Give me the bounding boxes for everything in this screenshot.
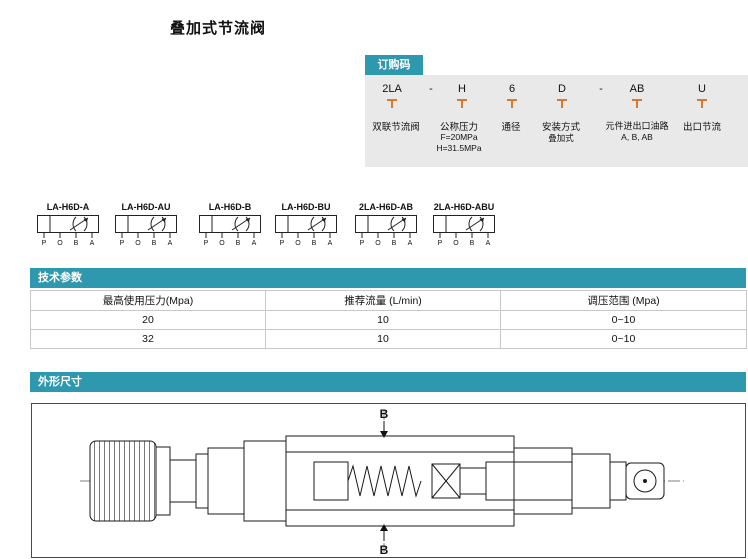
dimensions-header: 外形尺寸 <box>30 372 746 392</box>
port-label: B <box>392 240 397 246</box>
code-part-outlet: U <box>698 83 706 95</box>
valve-symbol-diagram: P O B A <box>37 215 99 247</box>
port-label: B <box>74 240 79 246</box>
label-pressure-f: F=20MPa <box>440 132 478 142</box>
page-title: 叠加式节流阀 <box>170 20 267 37</box>
table-row: 20 10 0~10 <box>30 310 747 330</box>
label-pressure: 公称压力 <box>439 122 478 133</box>
port-label: A <box>90 240 95 246</box>
code-dash: - <box>599 83 603 95</box>
param-cell: 32 <box>30 329 266 349</box>
port-label: P <box>120 240 125 246</box>
label-size: 通径 <box>501 122 521 133</box>
label-outlet: 出口节流 <box>682 122 721 133</box>
valve-symbol-diagram: P O B A <box>433 215 495 247</box>
port-label: O <box>57 240 63 246</box>
port-label: O <box>375 240 381 246</box>
param-cell: 10 <box>265 310 501 330</box>
code-part-ports: AB <box>629 83 645 95</box>
tick-icon <box>557 99 567 108</box>
port-label: A <box>252 240 257 246</box>
column-header: 推荐流量 (L/min) <box>265 290 501 311</box>
param-cell: 20 <box>30 310 266 330</box>
label-mounting: 安装方式 <box>541 122 580 133</box>
table-header-row: 最高使用压力(Mpa) 推荐流量 (L/min) 调压范围 (Mpa) <box>30 290 747 311</box>
port-label: P <box>42 240 47 246</box>
port-label: P <box>204 240 209 246</box>
valve-symbol: LA-H6D-B P O B A <box>194 202 266 251</box>
section-label-top: B <box>380 407 389 421</box>
tick-icon <box>507 99 517 108</box>
valve-symbol-label: LA-H6D-BU <box>281 202 331 212</box>
port-label: A <box>408 240 413 246</box>
valve-symbol: LA-H6D-A P O B A <box>32 202 104 251</box>
column-header: 最高使用压力(Mpa) <box>30 290 266 311</box>
valve-symbol-label: 2LA-H6D-AB <box>359 202 413 212</box>
code-part-pressure: H <box>458 83 466 95</box>
code-part-mounting: D <box>558 83 566 95</box>
section-arrows <box>380 421 388 541</box>
valve-symbol-diagram: P O B A <box>355 215 417 247</box>
valve-symbol: 2LA-H6D-ABU P O B A <box>424 202 504 251</box>
table-row: 32 10 0~10 <box>30 329 747 349</box>
section-label-bottom: B <box>380 543 389 557</box>
valve-symbol: LA-H6D-AU P O B A <box>110 202 182 251</box>
label-pressure-h: H=31.5MPa <box>436 143 482 153</box>
label-ports-sub: A, B, AB <box>621 132 653 142</box>
order-code-panel: 2LA - H 6 D - AB U 双联节流阀 公称压力 F=20MPa H=… <box>365 75 748 167</box>
port-label: O <box>295 240 301 246</box>
port-label: P <box>360 240 365 246</box>
code-dash: - <box>429 83 433 95</box>
tech-params-header: 技术参数 <box>30 268 746 288</box>
order-code-header: 订购码 <box>365 55 423 75</box>
port-label: A <box>486 240 491 246</box>
code-part-series: 2LA <box>382 83 402 95</box>
valve-symbol-diagram: P O B A <box>199 215 261 247</box>
tick-icon <box>457 99 467 108</box>
valve-symbol-label: LA-H6D-AU <box>121 202 171 212</box>
dimension-drawing-box: B B <box>31 403 746 558</box>
port-label: B <box>152 240 157 246</box>
port-label: B <box>236 240 241 246</box>
param-cell: 0~10 <box>500 329 747 349</box>
valve-symbol-label: LA-H6D-A <box>46 202 90 212</box>
tick-icon <box>697 99 707 108</box>
port-label: O <box>219 240 225 246</box>
code-part-size: 6 <box>508 83 516 95</box>
tick-icon <box>387 99 397 108</box>
valve-symbol-diagram: P O B A <box>275 215 337 247</box>
port-label: B <box>470 240 475 246</box>
param-cell: 0~10 <box>500 310 747 330</box>
label-series: 双联节流阀 <box>372 122 420 133</box>
valve-symbol-label: 2LA-H6D-ABU <box>433 202 495 212</box>
port-label: P <box>280 240 285 246</box>
tech-params-table: 最高使用压力(Mpa) 推荐流量 (L/min) 调压范围 (Mpa) 20 1… <box>30 290 747 349</box>
valve-symbol-diagram: P O B A <box>115 215 177 247</box>
valve-technical-drawing: B B <box>80 407 684 557</box>
param-cell: 10 <box>265 329 501 349</box>
port-label: O <box>135 240 141 246</box>
port-label: O <box>453 240 459 246</box>
port-label: A <box>328 240 333 246</box>
order-code-section: 订购码 2LA - H 6 D - AB U 双联节流阀 公称压力 F=20MP… <box>365 55 748 167</box>
column-header: 调压范围 (Mpa) <box>500 290 747 311</box>
port-label: A <box>168 240 173 246</box>
valve-symbol: LA-H6D-BU P O B A <box>270 202 342 251</box>
valve-symbol-label: LA-H6D-B <box>208 202 252 212</box>
valve-symbol: 2LA-H6D-AB P O B A <box>346 202 426 251</box>
tick-icon <box>632 99 642 108</box>
port-label: B <box>312 240 317 246</box>
label-mounting-sub: 叠加式 <box>548 133 574 143</box>
label-ports: 元件进出口油路 <box>605 121 669 131</box>
port-label: P <box>438 240 443 246</box>
